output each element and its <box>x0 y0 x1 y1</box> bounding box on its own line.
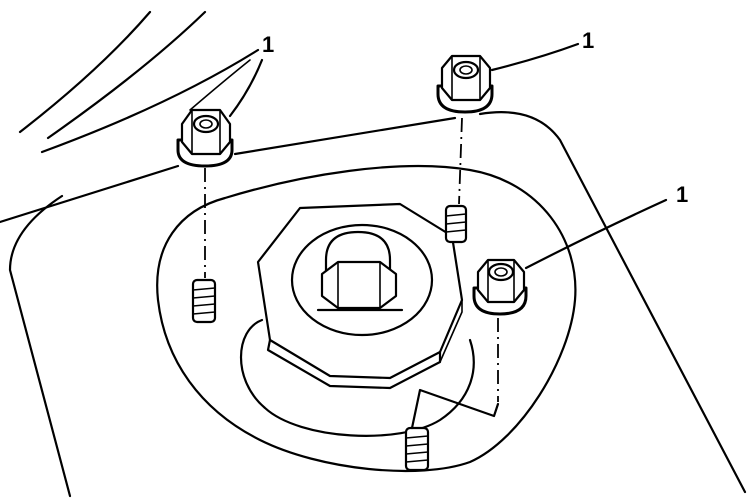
callout-leaders <box>228 42 668 270</box>
nut-left <box>176 108 234 168</box>
stud-top-right <box>444 204 468 244</box>
nut-top-right <box>436 54 494 114</box>
mount-plate <box>156 164 577 473</box>
callout-label-nut-right: 1 <box>676 182 688 207</box>
stud-bottom <box>404 426 430 472</box>
center-cap-nut <box>316 230 404 312</box>
relocation-arrow <box>410 388 500 430</box>
callout-label-nut-left: 1 <box>262 32 274 57</box>
callout-label-nut-top-right: 1 <box>582 28 594 53</box>
mount-washer <box>239 318 475 437</box>
alignment-lines <box>204 117 499 402</box>
stud-left <box>191 278 217 324</box>
boss-ring <box>290 223 434 337</box>
strut-tower-body <box>0 111 747 498</box>
nut-right <box>472 258 528 316</box>
bearing-plate <box>256 202 464 390</box>
fender-arcs <box>18 10 260 154</box>
